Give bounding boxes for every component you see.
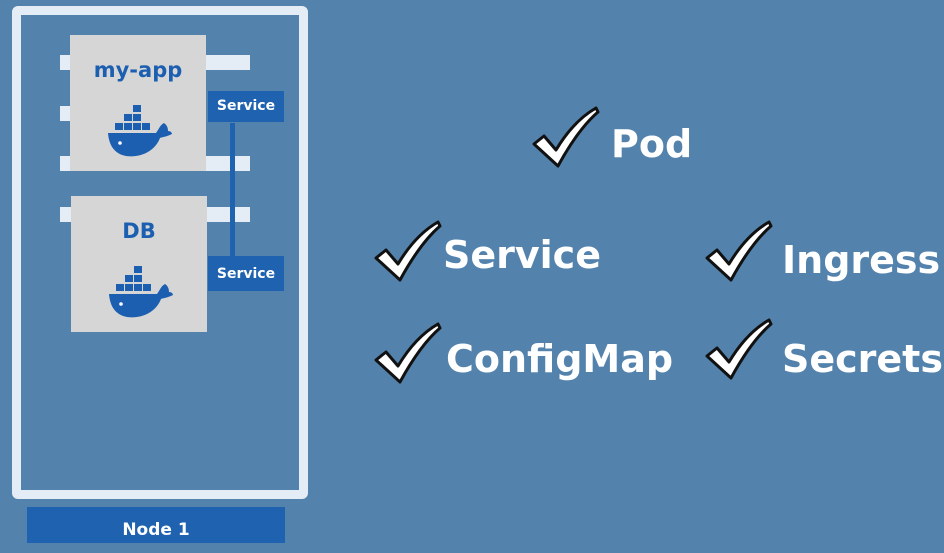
- checkmark-icon: [705, 220, 773, 282]
- pod-label: my-app: [93, 58, 183, 82]
- service-box-my-app: Service: [208, 91, 284, 122]
- pod-my-app: my-app: [70, 35, 206, 171]
- docker-whale-icon: [109, 266, 173, 318]
- pod-db: DB: [71, 196, 207, 332]
- service-connector-line: [230, 123, 235, 256]
- concept-secrets: Secrets: [782, 337, 943, 381]
- concept-ingress: Ingress: [782, 238, 941, 282]
- checkmark-icon: [374, 220, 442, 282]
- docker-whale-icon: [108, 105, 172, 157]
- concept-pod: Pod: [611, 122, 693, 166]
- concept-service: Service: [443, 233, 601, 277]
- concept-configmap: ConfigMap: [446, 337, 674, 381]
- checkmark-icon: [705, 318, 773, 380]
- checkmark-icon: [374, 322, 442, 384]
- pod-label: DB: [122, 219, 156, 243]
- node-label: Node 1: [27, 507, 285, 543]
- checkmark-icon: [532, 106, 600, 168]
- service-box-db: Service: [208, 256, 284, 291]
